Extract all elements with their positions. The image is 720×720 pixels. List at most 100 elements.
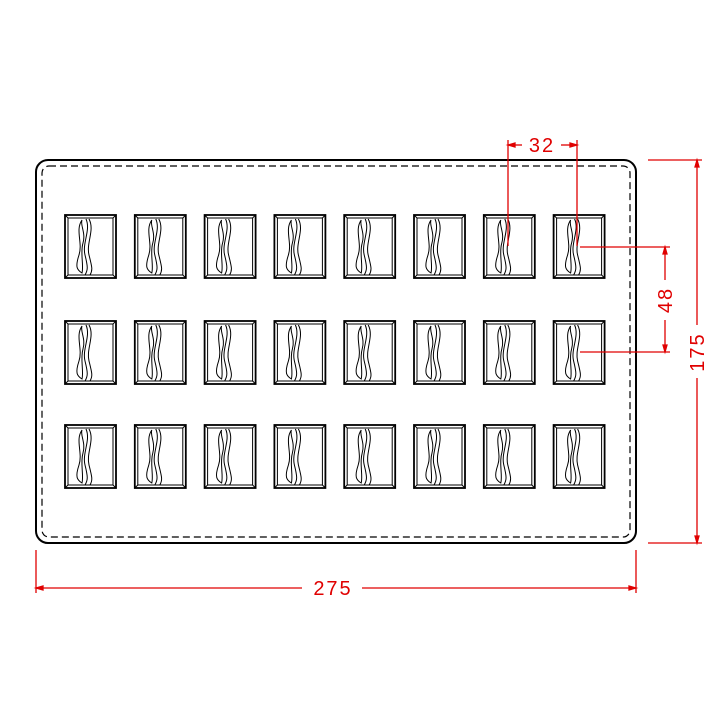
wave-groove bbox=[425, 429, 434, 484]
cavity bbox=[203, 214, 257, 279]
wave-groove bbox=[285, 219, 294, 274]
wave-line bbox=[297, 428, 302, 486]
wave-groove bbox=[564, 429, 573, 484]
cavity bbox=[64, 320, 117, 385]
wave-groove bbox=[146, 219, 155, 274]
wave-line bbox=[297, 218, 302, 276]
cavity bbox=[343, 424, 397, 489]
wave-line bbox=[502, 218, 507, 276]
cavity bbox=[64, 424, 117, 489]
wave-line bbox=[572, 324, 577, 382]
wave-line bbox=[367, 218, 372, 276]
wave-line bbox=[227, 428, 232, 486]
wave-line bbox=[506, 428, 512, 486]
cavity bbox=[273, 214, 327, 279]
wave-line bbox=[367, 428, 372, 486]
wave-groove bbox=[425, 325, 434, 380]
cavity bbox=[482, 214, 536, 279]
wave-groove bbox=[425, 219, 434, 274]
wave-line bbox=[83, 218, 89, 276]
tray-dashed-inner-edge bbox=[41, 165, 631, 538]
wave-groove bbox=[76, 429, 85, 484]
wave-groove bbox=[76, 219, 85, 274]
wave-line bbox=[227, 218, 232, 276]
wave-line bbox=[502, 324, 507, 382]
wave-groove bbox=[285, 325, 294, 380]
wave-line bbox=[153, 428, 158, 486]
cavity bbox=[133, 214, 187, 279]
tray bbox=[35, 159, 637, 544]
cavity bbox=[343, 320, 397, 385]
wave-line bbox=[506, 324, 512, 382]
wave-line bbox=[363, 428, 368, 486]
wave-line bbox=[572, 218, 577, 276]
wave-groove bbox=[564, 325, 573, 380]
wave-line bbox=[223, 428, 228, 486]
cavity bbox=[413, 320, 466, 385]
dimension-height: 175 bbox=[648, 157, 709, 546]
wave-groove bbox=[215, 429, 224, 484]
wave-line bbox=[157, 428, 163, 486]
dimension-width: 275 bbox=[33, 550, 639, 600]
wave-groove bbox=[495, 219, 504, 274]
cavity bbox=[133, 424, 187, 489]
cavity bbox=[413, 424, 466, 489]
tray-outline bbox=[35, 159, 637, 544]
wave-line bbox=[223, 218, 228, 276]
cavity bbox=[413, 214, 466, 279]
wave-line bbox=[83, 428, 89, 486]
wave-line bbox=[87, 218, 93, 276]
wave-groove bbox=[495, 429, 504, 484]
wave-groove bbox=[146, 429, 155, 484]
wave-groove bbox=[564, 219, 573, 274]
wave-line bbox=[436, 218, 442, 276]
wave-groove bbox=[355, 325, 364, 380]
dimension-label-width: 275 bbox=[313, 578, 352, 600]
wave-line bbox=[576, 428, 581, 486]
cavity bbox=[343, 214, 397, 279]
wave-line bbox=[297, 324, 302, 382]
cavity-grid bbox=[64, 214, 606, 489]
cavity bbox=[203, 320, 257, 385]
cavity bbox=[203, 424, 257, 489]
cavity bbox=[273, 424, 327, 489]
cavity bbox=[133, 320, 187, 385]
wave-line bbox=[227, 324, 232, 382]
wave-groove bbox=[76, 325, 85, 380]
wave-groove bbox=[215, 219, 224, 274]
dimensions: 32 48 175 2 bbox=[33, 135, 709, 600]
dimension-label-height: 175 bbox=[687, 332, 709, 371]
wave-groove bbox=[146, 325, 155, 380]
wave-line bbox=[293, 218, 298, 276]
wave-line bbox=[576, 324, 581, 382]
wave-groove bbox=[355, 429, 364, 484]
wave-line bbox=[153, 218, 158, 276]
wave-line bbox=[576, 218, 581, 276]
wave-line bbox=[157, 218, 163, 276]
wave-groove bbox=[285, 429, 294, 484]
dimension-label-pitch-y: 48 bbox=[655, 287, 677, 313]
wave-line bbox=[572, 428, 577, 486]
wave-line bbox=[87, 324, 93, 382]
dimension-pitch-x: 32 bbox=[505, 135, 580, 246]
wave-line bbox=[432, 324, 438, 382]
wave-line bbox=[506, 218, 512, 276]
wave-line bbox=[83, 324, 89, 382]
wave-line bbox=[436, 428, 442, 486]
cavity bbox=[64, 214, 117, 279]
dimension-pitch-y: 48 bbox=[580, 244, 677, 355]
cavity bbox=[552, 424, 606, 489]
cavity bbox=[273, 320, 327, 385]
wave-line bbox=[223, 324, 228, 382]
wave-groove bbox=[215, 325, 224, 380]
wave-line bbox=[157, 324, 163, 382]
cavity bbox=[482, 320, 536, 385]
cavity bbox=[482, 424, 536, 489]
wave-groove bbox=[355, 219, 364, 274]
wave-line bbox=[153, 324, 158, 382]
wave-line bbox=[502, 428, 507, 486]
wave-line bbox=[293, 324, 298, 382]
dimension-label-pitch-x: 32 bbox=[529, 135, 555, 157]
wave-line bbox=[363, 218, 368, 276]
